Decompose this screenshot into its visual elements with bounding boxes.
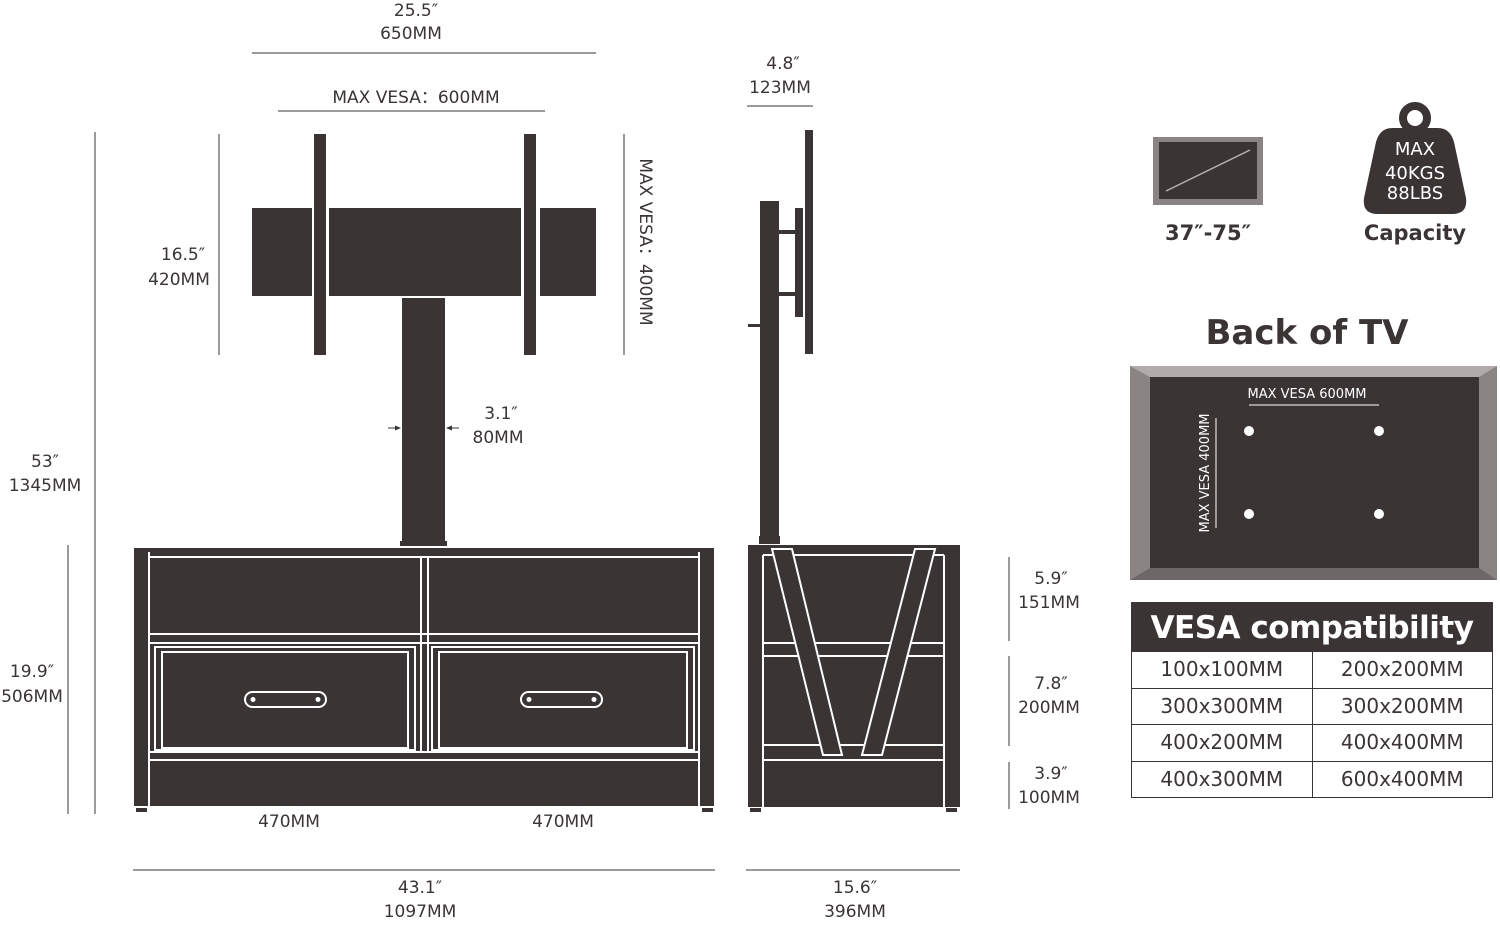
side-bracket xyxy=(795,208,803,317)
front-vesa-horizontal: MAX VESA：600MM xyxy=(332,88,499,108)
bracket-arm-right xyxy=(540,208,596,296)
drawer-right-frame xyxy=(431,646,695,751)
back-vesa-horizontal: MAX VESA 600MM xyxy=(1247,387,1366,402)
side-mount-plate xyxy=(805,130,813,354)
table-cell: 400x200MM xyxy=(1160,730,1284,754)
vesa-hole xyxy=(1244,426,1254,436)
pole-base xyxy=(400,541,447,546)
side-view: 4.8″ 123MM 5.9″ 151MM 7.8″ 200MM 3.9″ 10… xyxy=(746,54,1080,922)
table-cell: 100x100MM xyxy=(1160,657,1284,681)
weight-max: MAX xyxy=(1395,139,1435,160)
cabinet-height-in: 19.9″ xyxy=(10,662,54,682)
foot-left xyxy=(136,808,147,812)
front-width-in: 25.5″ xyxy=(394,1,438,21)
side-depth-mm: 396MM xyxy=(824,902,886,921)
total-height-mm: 1345MM xyxy=(9,476,82,496)
shelf-2-height-in: 7.8″ xyxy=(1034,674,1067,694)
foot-right xyxy=(702,808,713,812)
drawer-left-frame xyxy=(154,646,416,751)
weight-kgs: 40KGS xyxy=(1385,163,1445,184)
weight-icon xyxy=(1363,102,1467,214)
side-brace-left xyxy=(770,548,844,756)
table-row: 300x300MM 300x200MM xyxy=(1132,687,1493,724)
side-top-depth-in: 4.8″ xyxy=(766,54,799,74)
vesa-compatibility-table: VESA compatibility 100x100MM 200x200MM 3… xyxy=(1131,602,1493,798)
drawer-right-handle xyxy=(520,691,603,708)
cabinet-height-mm: 506MM xyxy=(1,687,63,707)
drawer-right-width-mm: 470MM xyxy=(532,812,594,832)
table-cell: 300x300MM xyxy=(1160,693,1284,718)
bracket-height-in: 16.5″ xyxy=(161,245,205,265)
drawer-left-width-mm: 470MM xyxy=(258,812,320,832)
table-row: 100x100MM 200x200MM xyxy=(1132,651,1492,688)
table-row: 400x300MM 600x400MM xyxy=(1132,760,1493,797)
back-of-tv-title: Back of TV xyxy=(1206,313,1410,353)
drawer-left-width-in: 18.5″ xyxy=(267,787,311,807)
vesa-table-title: VESA compatibility xyxy=(1132,603,1492,651)
specs: 37″-75″ MAX 40KGS 88LBS Capacity xyxy=(1153,102,1467,245)
bracket-height-mm: 420MM xyxy=(148,270,210,290)
drawer-left-handle xyxy=(244,691,327,708)
table-cell: 400x400MM xyxy=(1311,725,1493,761)
pole-width-in: 3.1″ xyxy=(484,404,517,424)
shelf-1-height-mm: 151MM xyxy=(1018,593,1080,613)
front-width-mm: 650MM xyxy=(380,24,442,44)
drawer-right-width-in: 18.5″ xyxy=(541,787,585,807)
bracket-plate xyxy=(329,208,521,296)
front-vesa-vertical: MAX VESA：400MM xyxy=(635,158,655,325)
table-cell: 300x200MM xyxy=(1311,688,1493,724)
shelf-2-height-mm: 200MM xyxy=(1018,698,1080,718)
vesa-hole xyxy=(1374,509,1384,519)
vesa-rail-left xyxy=(314,134,326,355)
front-view: 25.5″ 650MM MAX VESA：600MM MAX VESA：400M… xyxy=(1,1,715,922)
capacity-label: Capacity xyxy=(1364,221,1466,245)
side-top-depth-mm: 123MM xyxy=(749,78,811,98)
total-height-in: 53″ xyxy=(31,452,59,472)
weight-lbs: 88LBS xyxy=(1387,183,1443,204)
total-width-mm: 1097MM xyxy=(384,902,457,921)
shelf-3-height-mm: 100MM xyxy=(1018,788,1080,808)
stand-pole xyxy=(402,298,445,543)
total-width-in: 43.1″ xyxy=(398,878,442,898)
vesa-rail-right xyxy=(524,134,536,355)
side-brace-right xyxy=(860,548,937,756)
side-depth-in: 15.6″ xyxy=(833,878,877,898)
cabinet-body xyxy=(134,548,714,806)
table-cell: 600x400MM xyxy=(1311,761,1493,797)
shelf-3-height-in: 3.9″ xyxy=(1034,764,1067,784)
shelf-1-height-in: 5.9″ xyxy=(1034,569,1067,589)
screen-size: 37″-75″ xyxy=(1165,221,1251,245)
vesa-hole xyxy=(1374,426,1384,436)
vesa-hole xyxy=(1244,509,1254,519)
back-of-tv: Back of TV MAX VESA 600MM MAX VESA 400MM xyxy=(1130,313,1497,580)
bracket-arm-left xyxy=(252,208,312,296)
side-pole xyxy=(760,201,779,537)
pole-width-mm: 80MM xyxy=(473,428,524,448)
table-cell: 200x200MM xyxy=(1311,652,1493,688)
back-vesa-vertical: MAX VESA 400MM xyxy=(1198,413,1213,532)
table-row: 400x200MM 400x400MM xyxy=(1132,724,1492,761)
table-cell: 400x300MM xyxy=(1160,766,1284,791)
